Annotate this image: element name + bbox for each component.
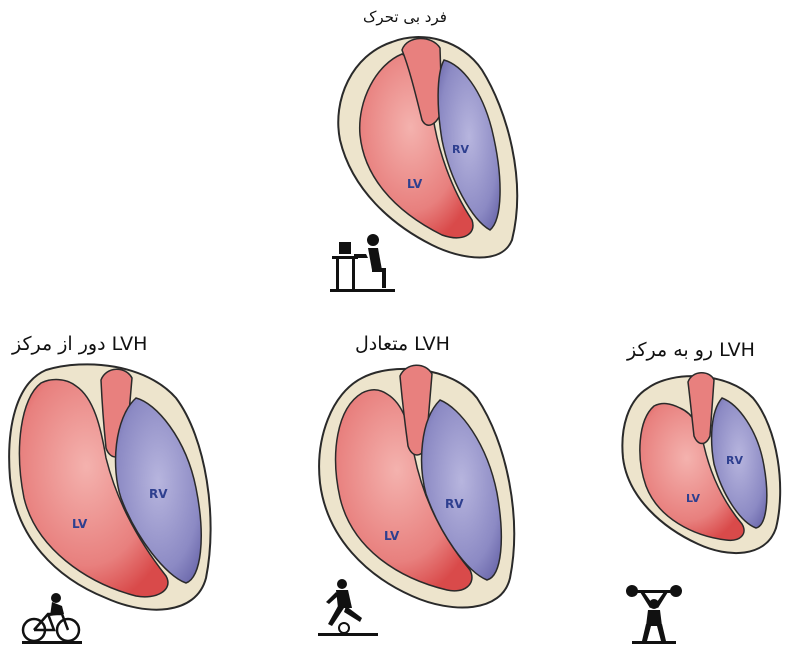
lv-label: LV (407, 177, 423, 191)
title-eccentric-lvh: LVH دور از مرکز (12, 333, 147, 355)
title-balanced-lvh: LVH متعادل (355, 333, 450, 355)
person-at-computer-icon (330, 232, 395, 292)
weightlifter-icon (626, 584, 682, 644)
heart-sedentary: LV RV (332, 30, 522, 260)
lv-label: LV (384, 529, 400, 543)
lv-label: LV (686, 492, 700, 505)
rv-label: RV (452, 143, 469, 156)
rv-label: RV (726, 454, 743, 467)
soccer-player-icon (318, 578, 378, 636)
heart-concentric: LV RV (618, 368, 783, 558)
rv-label: RV (149, 487, 168, 501)
rv-label: RV (445, 497, 464, 511)
heart-eccentric: LV RV (6, 358, 216, 618)
lv-label: LV (72, 517, 88, 531)
title-concentric-lvh: LVH رو به مرکز (627, 339, 755, 361)
cyclist-icon (22, 592, 82, 644)
title-sedentary: فرد بی تحرک (363, 8, 447, 26)
